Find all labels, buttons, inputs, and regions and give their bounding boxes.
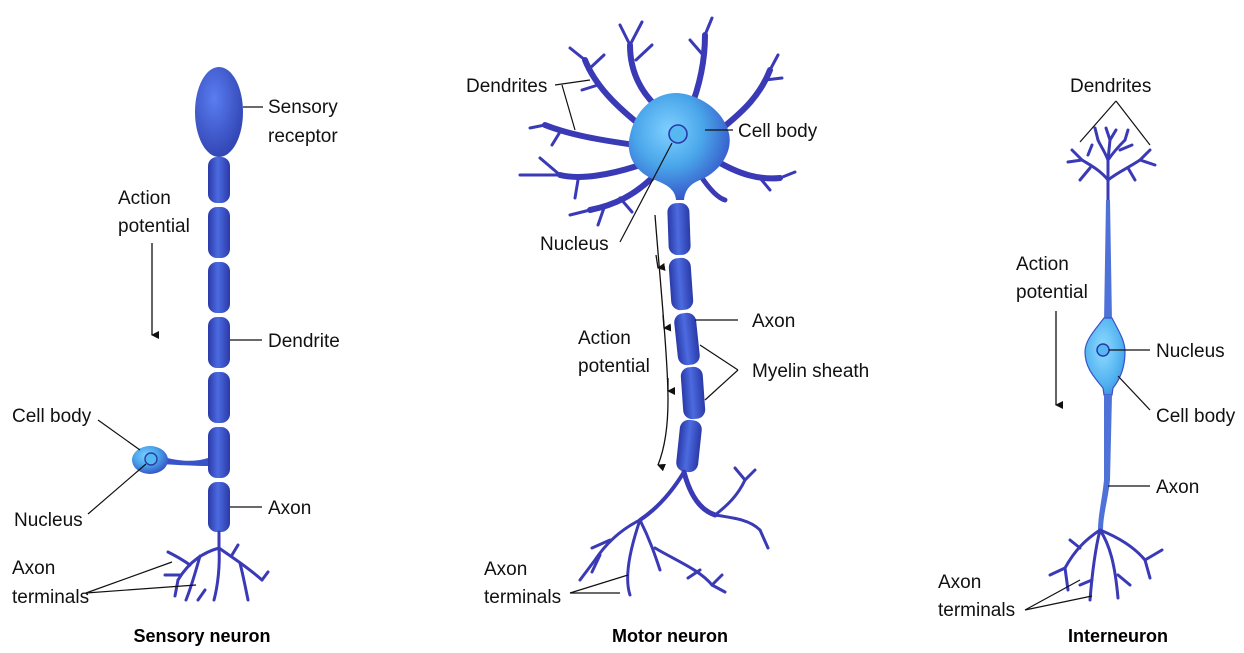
inter-action-label-1: Action [1016,254,1069,275]
inter-nucleus-label: Nucleus [1156,341,1225,362]
sensory-nucleus [145,453,157,465]
sensory-receptor-label-1: Sensory [268,97,338,118]
sensory-cell-body-label: Cell body [12,406,92,427]
inter-cell-body-label: Cell body [1156,406,1236,427]
sensory-receptor-label-2: receptor [268,126,338,147]
motor-nucleus-label: Nucleus [540,234,609,255]
inter-action-label-2: potential [1016,282,1088,303]
sensory-leader-lines [86,107,263,593]
inter-dendrites-label: Dendrites [1070,76,1151,97]
motor-action-arrow [655,215,668,465]
sensory-terminals-label-1: Axon [12,558,55,579]
inter-axon-label: Axon [1156,477,1199,498]
motor-axon-terminals [580,468,768,595]
motor-nucleus [669,125,687,143]
inter-cell-body [1085,318,1125,395]
motor-terminals-label-2: terminals [484,587,561,608]
sensory-axon-terminals [165,532,268,600]
sensory-nucleus-label: Nucleus [14,510,83,531]
sensory-axon-label: Axon [268,498,311,519]
motor-action-label-2: potential [578,356,650,377]
interneuron-title: Interneuron [1068,626,1168,646]
inter-axon-terminals [1050,530,1162,600]
motor-myelin-segments [667,203,706,473]
inter-nucleus [1097,344,1109,356]
sensory-action-label-1: Action [118,188,171,209]
motor-axon-label: Axon [752,311,795,332]
inter-dendrite-stalk [1104,200,1112,322]
sensory-terminals-label-2: terminals [12,587,89,608]
motor-terminals-label-1: Axon [484,559,527,580]
inter-terminals-label-2: terminals [938,600,1015,621]
inter-terminals-label-1: Axon [938,572,981,593]
sensory-neuron-title: Sensory neuron [133,626,270,646]
inter-axon [1098,395,1112,530]
sensory-action-label-2: potential [118,216,190,237]
sensory-dendrite-label: Dendrite [268,331,340,352]
motor-myelin-label: Myelin sheath [752,361,869,382]
motor-neuron-title: Motor neuron [612,626,728,646]
sensory-neuron: Sensory receptor Action potential Dendri… [12,67,340,646]
motor-dendrites-label: Dendrites [466,76,547,97]
motor-action-label-1: Action [578,328,631,349]
sensory-myelin-segments [208,157,230,532]
interneuron: Dendrites Action potential Nucleus Cell … [938,76,1236,646]
sensory-receptor-shape [195,67,243,157]
motor-cell-body-label: Cell body [738,121,818,142]
inter-dendrites [1068,128,1155,200]
motor-neuron: Dendrites Cell body Nucleus Axon Action … [466,18,869,646]
